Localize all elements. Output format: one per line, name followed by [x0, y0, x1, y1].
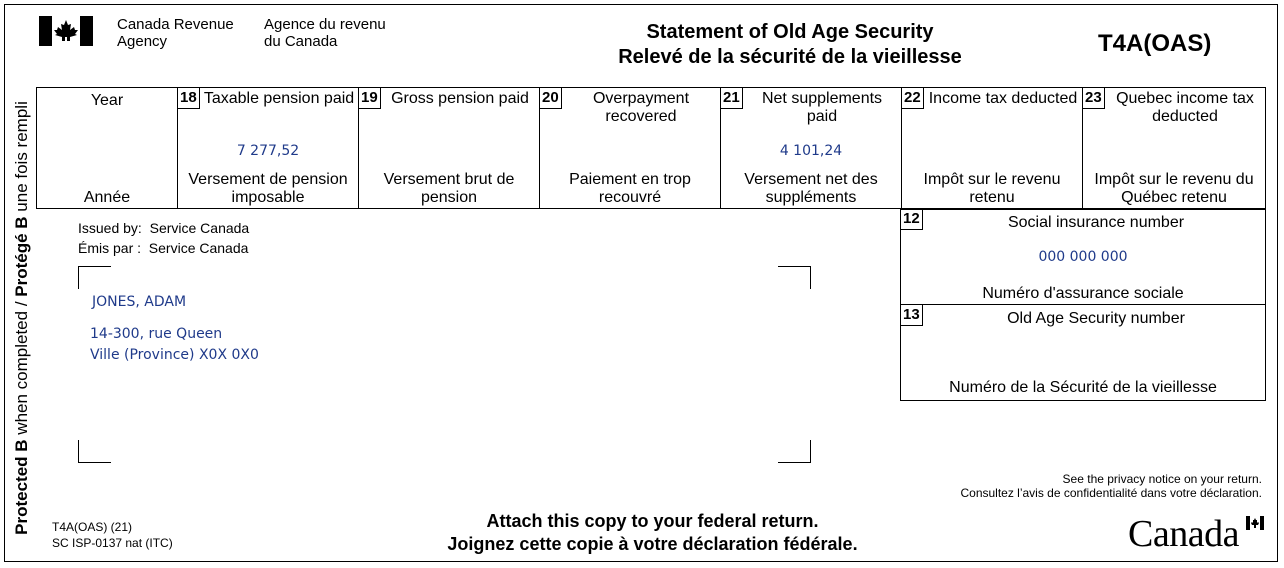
recipient-address: 14-300, rue Queen Ville (Province) X0X 0…: [90, 324, 259, 366]
amount-boxes-row: Year Année 18 Taxable pension paid 7 277…: [36, 87, 1266, 209]
box-label-en: Income tax deducted: [928, 90, 1078, 107]
protected-b-label: Protected B: [12, 439, 32, 535]
protege-b-label: Protégé B: [12, 216, 32, 297]
window-corner-top-right: [778, 266, 811, 289]
box-number: 12: [901, 209, 923, 230]
privacy-notice: See the privacy notice on your return. C…: [960, 472, 1262, 500]
recipient-name: JONES, ADAM: [92, 294, 187, 310]
sin-label-fr: Numéro d'assurance sociale: [982, 285, 1184, 302]
recipient-address-line1: 14-300, rue Queen: [90, 326, 223, 342]
box-label-fr: Versement brut de pension: [383, 171, 515, 206]
window-corner-top-left: [78, 266, 111, 289]
year-label-en: Year: [90, 92, 124, 109]
box-value: 7 277,52: [236, 143, 300, 159]
form-title: Statement of Old Age Security Relevé de …: [560, 20, 1020, 70]
form-nat-code: SC ISP-0137 nat (ITC): [52, 536, 173, 550]
box-label-fr: Versement net des suppléments: [744, 171, 878, 206]
box-12-sin[interactable]: 12 Social insurance number 000 000 000 N…: [901, 209, 1265, 304]
agency-name-en: Canada Revenue Agency: [117, 16, 234, 50]
sin-label-en: Social insurance number: [1007, 214, 1185, 231]
une-fois-rempli-label: une fois rempli: [12, 101, 32, 217]
recipient-address-line2: Ville (Province) X0X 0X0: [90, 347, 259, 363]
form-title-en: Statement of Old Age Security: [646, 21, 934, 43]
window-corner-bottom-left: [78, 440, 111, 463]
issued-by-label: Issued by:: [78, 220, 142, 236]
emis-par-value: Service Canada: [148, 240, 249, 256]
box-label-fr: Impôt sur le revenu du Québec retenu: [1094, 171, 1254, 206]
when-completed-label: when completed /: [12, 296, 32, 440]
box-label-fr: Paiement en trop recouvré: [569, 171, 691, 206]
box-21-net-supplements[interactable]: 21 Net supplements paid 4 101,24 Verseme…: [720, 88, 901, 208]
attach-instruction-fr: Joignez cette copie à votre déclaration …: [447, 534, 858, 554]
privacy-notice-en: See the privacy notice on your return.: [1062, 472, 1262, 486]
form-frame: [4, 4, 1278, 562]
privacy-notice-fr: Consultez l’avis de confidentialité dans…: [960, 486, 1262, 500]
box-label-en: Quebec income tax deducted: [1116, 90, 1254, 125]
window-corner-bottom-right: [778, 440, 811, 463]
attach-instruction: Attach this copy to your federal return.…: [400, 510, 905, 556]
issuer-block: Issued by: Service Canada Émis par : Ser…: [78, 218, 249, 258]
canada-wordmark: Canada: [1128, 513, 1239, 555]
wordmark-flag-icon: [1246, 516, 1264, 530]
canada-flag-icon: [39, 16, 93, 46]
form-version-info: T4A(OAS) (21) SC ISP-0137 nat (ITC): [52, 519, 173, 551]
attach-instruction-en: Attach this copy to your federal return.: [486, 511, 819, 531]
box-22-income-tax[interactable]: 22 Income tax deducted Impôt sur le reve…: [901, 88, 1082, 208]
box-label-fr: Versement de pension imposable: [188, 171, 348, 206]
box-label-en: Net supplements paid: [761, 90, 883, 125]
emis-par-label: Émis par :: [78, 240, 142, 256]
box-label-en: Taxable pension paid: [203, 90, 355, 107]
box-number: 22: [902, 88, 924, 109]
box-number: 19: [359, 88, 381, 109]
year-label-fr: Année: [83, 189, 131, 206]
sin-value: 000 000 000: [1038, 249, 1128, 265]
box-20-overpayment[interactable]: 20 Overpayment recovered Paiement en tro…: [539, 88, 720, 208]
box-number: 18: [178, 88, 200, 109]
issued-by-value: Service Canada: [149, 220, 250, 236]
box-23-quebec-tax[interactable]: 23 Quebec income tax deducted Impôt sur …: [1082, 88, 1265, 208]
form-version: T4A(OAS) (21): [52, 520, 133, 534]
box-18-taxable-pension[interactable]: 18 Taxable pension paid 7 277,52 Verseme…: [177, 88, 358, 208]
box-value: 4 101,24: [779, 143, 843, 159]
box-number: 13: [901, 305, 923, 326]
box-label-en: Gross pension paid: [391, 90, 529, 107]
year-box[interactable]: Year Année: [37, 88, 177, 208]
oas-label-en: Old Age Security number: [1007, 310, 1185, 327]
box-number: 21: [721, 88, 743, 109]
box-19-gross-pension[interactable]: 19 Gross pension paid Versement brut de …: [358, 88, 539, 208]
oas-label-fr: Numéro de la Sécurité de la vieillesse: [949, 379, 1217, 396]
box-13-oas[interactable]: 13 Old Age Security number Numéro de la …: [901, 304, 1265, 402]
box-label-fr: Impôt sur le revenu retenu: [923, 171, 1061, 206]
box-number: 23: [1083, 88, 1105, 109]
box-label-en: Overpayment recovered: [592, 90, 690, 125]
identification-boxes: 12 Social insurance number 000 000 000 N…: [900, 209, 1266, 401]
form-title-fr: Relevé de la sécurité de la vieillesse: [618, 46, 962, 68]
agency-name-fr: Agence du revenu du Canada: [264, 16, 386, 50]
form-code: T4A(OAS): [1098, 30, 1212, 57]
box-number: 20: [540, 88, 562, 109]
